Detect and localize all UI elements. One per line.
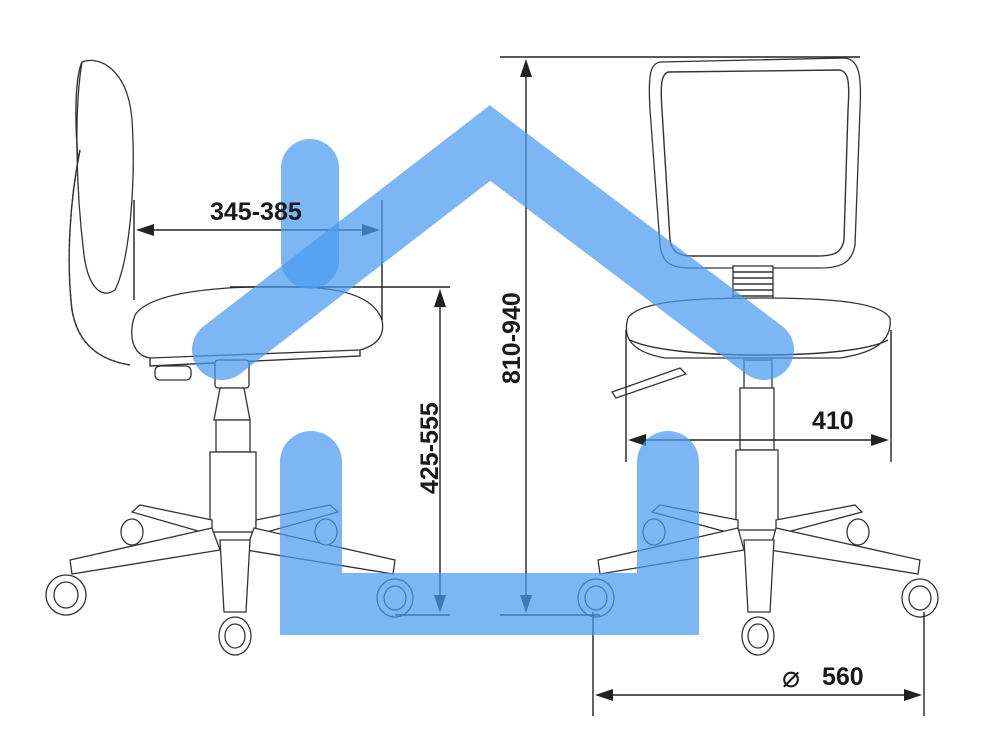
seat-height-label: 425-555 [416,402,444,494]
total-height-label: 810-940 [498,292,526,384]
house-logo-icon [192,105,794,635]
seat-depth-label: 345-385 [210,198,302,226]
diameter-symbol: ⌀ [782,661,800,694]
seat-width-label: 410 [812,407,854,435]
base-diameter-label: 560 [822,663,864,691]
backrest-spring-connector [68,149,131,366]
